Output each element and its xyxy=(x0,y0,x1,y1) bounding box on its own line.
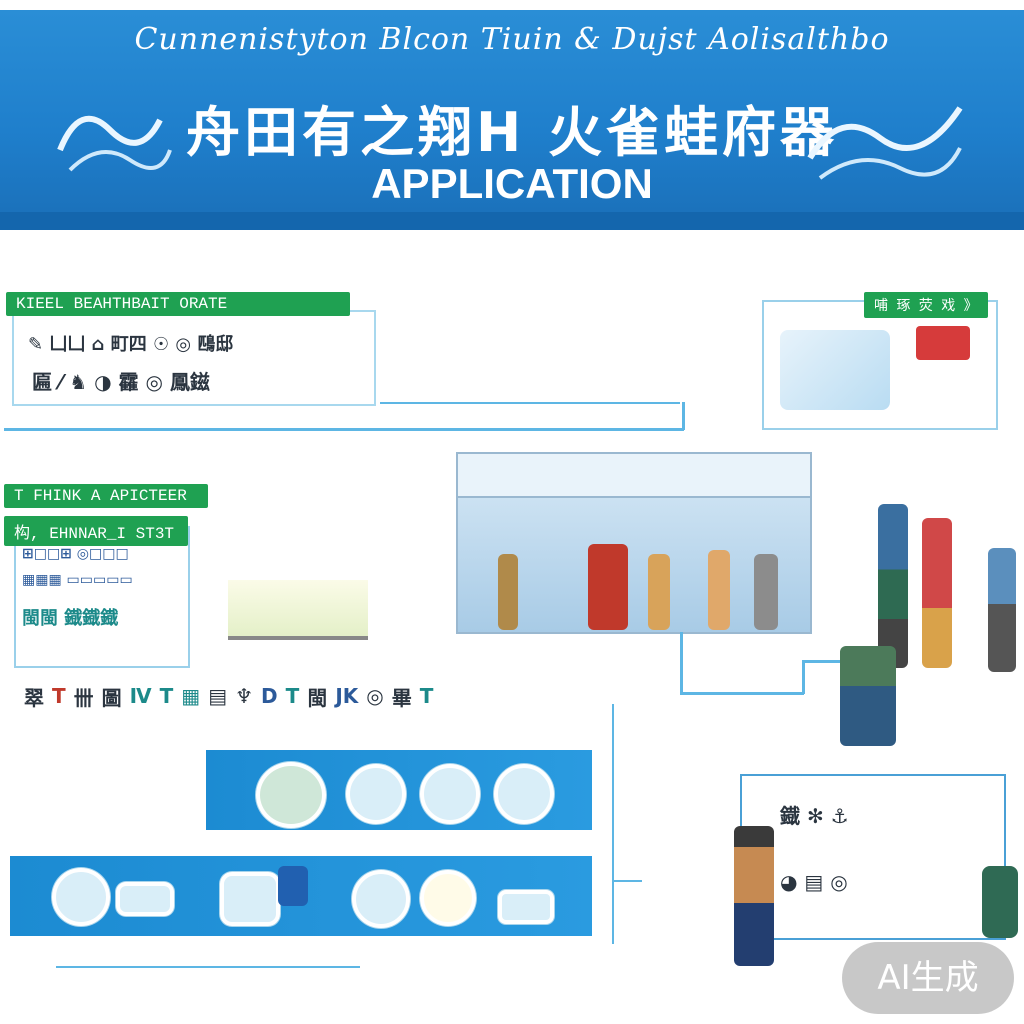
banner-subtitle: Cunnenistyton Blcon Tiuin & Dujst Aolisa… xyxy=(134,22,890,57)
feature-icon-3 xyxy=(420,764,480,824)
feature-icon-4 xyxy=(494,764,554,824)
strip-icon: 翠 xyxy=(24,685,44,710)
connector-line xyxy=(614,880,642,882)
person-figure xyxy=(878,504,908,668)
strip-icon: 閩 xyxy=(307,685,328,710)
office-scene-image xyxy=(456,452,812,634)
strip-icon: ▤ xyxy=(208,684,228,708)
feature-icon-10 xyxy=(498,890,554,924)
strip-icon: ◎ xyxy=(366,684,384,708)
feature-icon-7 xyxy=(220,872,280,926)
blue-device-icon xyxy=(278,866,308,906)
mid-left-tag-1: T FHINK A APICTEER xyxy=(4,484,208,508)
person-figure xyxy=(922,518,952,668)
feature-icon-1 xyxy=(256,762,326,828)
connector-line xyxy=(680,692,804,695)
strip-icon: 圖 xyxy=(101,685,122,710)
connector-line xyxy=(56,966,360,968)
mid-left-panel xyxy=(14,526,190,668)
connector-line xyxy=(380,402,680,404)
strip-icon: JK xyxy=(335,684,359,708)
banner-stripe xyxy=(0,212,1024,230)
person-figure xyxy=(588,544,628,630)
banner-title-en: APPLICATION xyxy=(371,160,653,207)
device-illustration xyxy=(780,330,890,410)
connector-line xyxy=(682,402,685,430)
bottom-right-glyphs: ◕ ▤ ◎ xyxy=(780,870,848,894)
glyph-row-1: ✎ 凵凵 ⌂ 町四 ☉ ◎ 鴄邸 xyxy=(28,334,234,355)
feature-icon-6 xyxy=(116,882,174,916)
strip-icon: T xyxy=(159,684,174,708)
connector-line xyxy=(612,704,614,944)
connector-line xyxy=(802,660,852,663)
strip-icon: 畢 xyxy=(391,685,412,710)
strip-icon: T xyxy=(419,684,434,708)
ai-generated-badge: AI生成 xyxy=(842,942,1014,1014)
strip-icon: D xyxy=(261,684,278,708)
icon-strip: 翠 T 卌 圖 Ⅳ T ▦ ▤ ♆ D T 閩 JK ◎ 畢 T xyxy=(24,680,594,712)
person-figure xyxy=(708,550,730,630)
connector-line xyxy=(802,660,805,694)
strip-icon: T xyxy=(52,684,66,708)
feature-icon-9 xyxy=(420,870,476,926)
bottom-right-panel xyxy=(740,774,1006,940)
strip-icon: ▦ xyxy=(181,684,201,708)
bottom-right-glyphs: 鐡 ✻ ⚓ xyxy=(780,804,849,828)
right-swirl-decoration xyxy=(800,88,970,188)
person-figure xyxy=(734,826,774,966)
left-swirl-decoration xyxy=(50,90,180,180)
glyph-row-2: 匾 ⁄ ♞ ◑ 靃 ◎ 鳳鎡 xyxy=(32,370,210,394)
connector-line xyxy=(4,428,684,431)
header-banner xyxy=(0,10,1024,230)
connector-line xyxy=(680,632,683,694)
feature-icon-2 xyxy=(346,764,406,824)
mid-left-tag-2: 构, EHNNAR_I ST3T xyxy=(4,516,188,546)
person-figure xyxy=(754,554,778,630)
strip-icon: T xyxy=(285,684,300,708)
top-left-tag: KIEEL BEAHTHBAIT ORATE xyxy=(6,292,350,316)
feature-icon-5 xyxy=(52,868,110,926)
green-bag-icon xyxy=(982,866,1018,938)
banner-title-cn: 舟田有之翔H 火雀蛙府器 xyxy=(186,101,838,164)
person-figure xyxy=(498,554,518,630)
top-right-tag: 哺 琢 荧 戏 》 xyxy=(864,292,988,318)
person-figure xyxy=(648,554,670,630)
feature-icon-8 xyxy=(352,870,410,928)
person-figure xyxy=(988,548,1016,672)
strip-icon: 卌 xyxy=(73,685,94,710)
mid-left-content: ⊞□□⊞ ◎□□□ ▦▦▦ ▭▭▭▭▭ 閩閩 鐡鐡鐡 xyxy=(22,546,133,629)
red-seal-image xyxy=(916,326,970,360)
strip-icon: Ⅳ xyxy=(129,684,152,708)
person-figure xyxy=(840,646,896,746)
strip-icon: ♆ xyxy=(235,684,254,708)
lab-equipment-image xyxy=(228,580,368,640)
